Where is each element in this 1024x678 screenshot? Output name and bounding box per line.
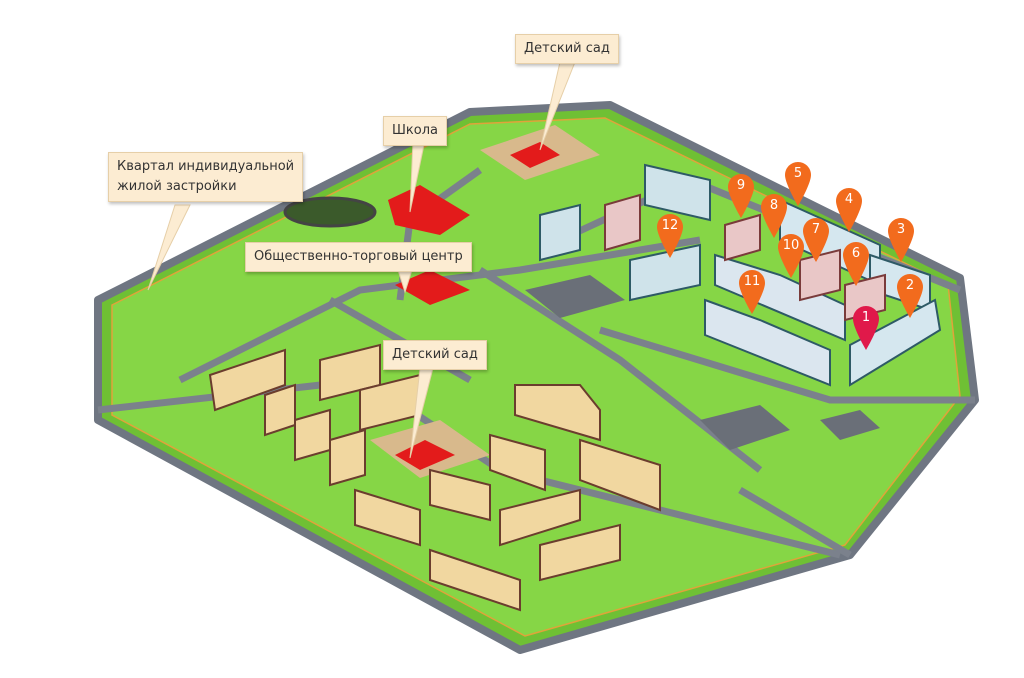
building-pin-7[interactable]: 7 <box>803 218 829 262</box>
map-pin-icon <box>728 174 754 218</box>
map-pin-icon <box>778 234 804 278</box>
map-pin-icon <box>897 274 923 318</box>
map-pin-icon <box>657 214 683 258</box>
map-pin-icon <box>803 218 829 262</box>
mid-rise-buildings <box>208 343 661 612</box>
pin-number: 4 <box>844 192 854 207</box>
map-pin-icon <box>888 218 914 262</box>
pin-number: 11 <box>743 274 761 289</box>
callout-kindergarten-north[interactable]: Детский сад <box>515 34 619 64</box>
building-pin-6[interactable]: 6 <box>843 242 869 286</box>
callout-shopping-center[interactable]: Общественно-торговый центр <box>245 242 472 272</box>
map-pin-icon <box>836 188 862 232</box>
building-pin-9[interactable]: 9 <box>728 174 754 218</box>
pin-number: 9 <box>736 178 746 193</box>
map-pin-icon <box>761 194 787 238</box>
pin-number: 2 <box>905 278 915 293</box>
callout-private-housing-line2: жилой застройки <box>117 179 237 194</box>
callout-kindergarten-south[interactable]: Детский сад <box>383 340 487 370</box>
building-pin-2[interactable]: 2 <box>897 274 923 318</box>
pin-number: 10 <box>782 238 800 253</box>
pin-number: 1 <box>861 310 871 325</box>
pin-number: 7 <box>811 222 821 237</box>
map-pin-icon <box>785 162 811 206</box>
parking-lots <box>525 275 880 450</box>
callout-private-housing-line1: Квартал индивидуальной <box>117 159 295 174</box>
red-roof-buildings <box>388 142 560 470</box>
callout-pointers <box>147 61 576 459</box>
building-pin-5[interactable]: 5 <box>785 162 811 206</box>
building-pin-3[interactable]: 3 <box>888 218 914 262</box>
pin-number: 5 <box>793 166 803 181</box>
map-pin-icon <box>843 242 869 286</box>
map-pin-icon <box>853 306 879 350</box>
building-pin-10[interactable]: 10 <box>778 234 804 278</box>
pin-number: 12 <box>661 218 679 233</box>
building-pin-8[interactable]: 8 <box>761 194 787 238</box>
map-pin-icon <box>739 270 765 314</box>
callout-school[interactable]: Школа <box>383 116 447 146</box>
pin-number: 3 <box>896 222 906 237</box>
building-pin-4[interactable]: 4 <box>836 188 862 232</box>
pin-number: 6 <box>851 246 861 261</box>
callout-private-housing[interactable]: Квартал индивидуальной жилой застройки <box>108 152 304 202</box>
stadium <box>283 196 377 228</box>
pin-number: 8 <box>769 198 779 213</box>
building-pin-1[interactable]: 1 <box>853 306 879 350</box>
building-pin-12[interactable]: 12 <box>657 214 683 258</box>
building-pin-11[interactable]: 11 <box>739 270 765 314</box>
